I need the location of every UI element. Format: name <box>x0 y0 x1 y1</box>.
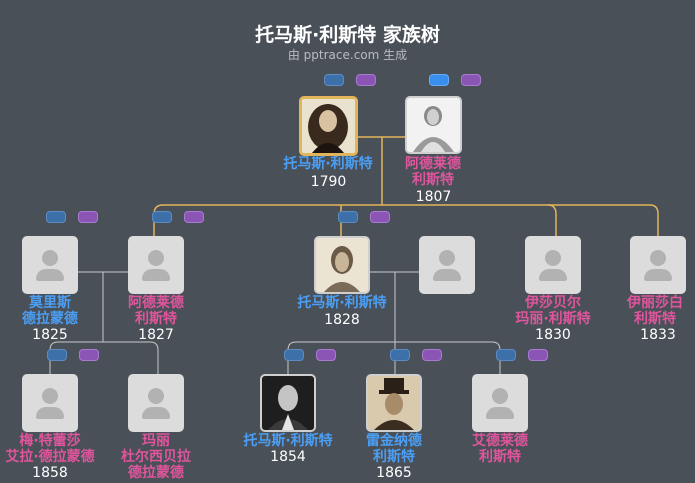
avatar-placeholder-body <box>539 269 567 281</box>
person-name[interactable]: 梅·特蕾莎 <box>19 433 81 449</box>
portrait-image <box>316 238 368 292</box>
relation-toggle-purple[interactable] <box>78 211 98 223</box>
person-year: 1790 <box>310 174 347 190</box>
person-name[interactable]: 托马斯·利斯特 <box>243 433 333 449</box>
avatar-placeholder-body <box>142 269 170 281</box>
relation-toggle-blue[interactable] <box>324 74 344 86</box>
person-name[interactable]: 托马斯·利斯特 <box>283 156 373 172</box>
person-photo[interactable] <box>366 374 422 432</box>
person-name[interactable]: 伊丽莎白 <box>627 295 683 311</box>
person-year: 1854 <box>270 449 306 465</box>
person-name[interactable]: 利斯特 <box>373 449 415 465</box>
person-name[interactable]: 利斯特 <box>135 311 177 327</box>
relation-toggle-blue[interactable] <box>46 211 66 223</box>
person-photo[interactable] <box>525 236 581 294</box>
portrait-image <box>407 98 460 152</box>
person-name[interactable]: 玛丽·利斯特 <box>515 311 591 327</box>
relation-toggle-blue[interactable] <box>496 349 516 361</box>
portrait-image <box>262 376 314 430</box>
person-name[interactable]: 利斯特 <box>412 172 454 188</box>
relation-toggle-purple[interactable] <box>79 349 99 361</box>
avatar-placeholder-body <box>644 269 672 281</box>
person-photo[interactable] <box>419 236 475 294</box>
person-photo[interactable] <box>314 236 370 294</box>
person-name[interactable]: 托马斯·利斯特 <box>297 295 387 311</box>
relation-toggle-purple[interactable] <box>461 74 481 86</box>
person-photo[interactable] <box>630 236 686 294</box>
relation-toggle-purple[interactable] <box>370 211 390 223</box>
relation-toggle-blue[interactable] <box>390 349 410 361</box>
person-photo[interactable] <box>22 236 78 294</box>
person-year: 1865 <box>376 465 412 481</box>
avatar-placeholder-body <box>433 269 461 281</box>
relation-toggle-purple[interactable] <box>316 349 336 361</box>
avatar-placeholder-body <box>36 269 64 281</box>
person-name[interactable]: 伊莎贝尔 <box>525 295 581 311</box>
relation-toggle-blue[interactable] <box>47 349 67 361</box>
relation-toggle-purple[interactable] <box>422 349 442 361</box>
person-year: 1833 <box>640 327 676 343</box>
person-name[interactable]: 艾德莱德 <box>472 433 528 449</box>
person-photo[interactable] <box>22 374 78 432</box>
person-name[interactable]: 艾拉·德拉蒙德 <box>5 449 95 465</box>
person-name[interactable]: 利斯特 <box>634 311 676 327</box>
person-year: 1830 <box>535 327 571 343</box>
avatar-placeholder-body <box>142 407 170 419</box>
person-name[interactable]: 玛丽 <box>142 433 170 449</box>
avatar-placeholder-icon <box>148 388 164 404</box>
person-name[interactable]: 利斯特 <box>479 449 521 465</box>
portrait-image <box>368 376 420 430</box>
person-year: 1828 <box>324 312 360 328</box>
person-photo[interactable] <box>405 96 462 154</box>
page-subtitle: 由 pptrace.com 生成 <box>287 48 408 62</box>
avatar-placeholder-body <box>36 407 64 419</box>
person-year: 1858 <box>32 465 68 481</box>
relation-toggle-purple[interactable] <box>356 74 376 86</box>
avatar-placeholder-icon <box>650 250 666 266</box>
avatar-placeholder-icon <box>42 388 58 404</box>
page-title: 托马斯·利斯特 家族树 <box>255 24 440 46</box>
person-year: 1825 <box>32 327 68 343</box>
person-name[interactable]: 阿德莱德 <box>128 295 184 311</box>
person-photo[interactable] <box>128 236 184 294</box>
person-photo[interactable] <box>260 374 316 432</box>
relation-toggle-blue[interactable] <box>152 211 172 223</box>
relation-toggle-blue[interactable] <box>284 349 304 361</box>
person-name[interactable]: 德拉蒙德 <box>128 465 184 481</box>
person-name[interactable]: 德拉蒙德 <box>22 311 78 327</box>
person-name[interactable]: 阿德莱德 <box>405 156 461 172</box>
person-name[interactable]: 莫里斯 <box>29 295 71 311</box>
person-photo[interactable] <box>128 374 184 432</box>
relation-toggle-purple[interactable] <box>528 349 548 361</box>
avatar-placeholder-icon <box>42 250 58 266</box>
avatar-placeholder-icon <box>545 250 561 266</box>
person-photo[interactable] <box>472 374 528 432</box>
relation-toggle-blue[interactable] <box>338 211 358 223</box>
person-photo[interactable] <box>299 96 358 156</box>
avatar-placeholder-icon <box>439 250 455 266</box>
relation-toggle-blue[interactable] <box>429 74 449 86</box>
person-name[interactable]: 杜尔西贝拉 <box>121 449 191 465</box>
person-year: 1807 <box>415 189 452 205</box>
avatar-placeholder-icon <box>492 388 508 404</box>
relation-toggle-purple[interactable] <box>184 211 204 223</box>
portrait-image <box>302 99 355 153</box>
person-year: 1827 <box>138 327 174 343</box>
avatar-placeholder-body <box>486 407 514 419</box>
person-name[interactable]: 雷金纳德 <box>366 433 422 449</box>
avatar-placeholder-icon <box>148 250 164 266</box>
